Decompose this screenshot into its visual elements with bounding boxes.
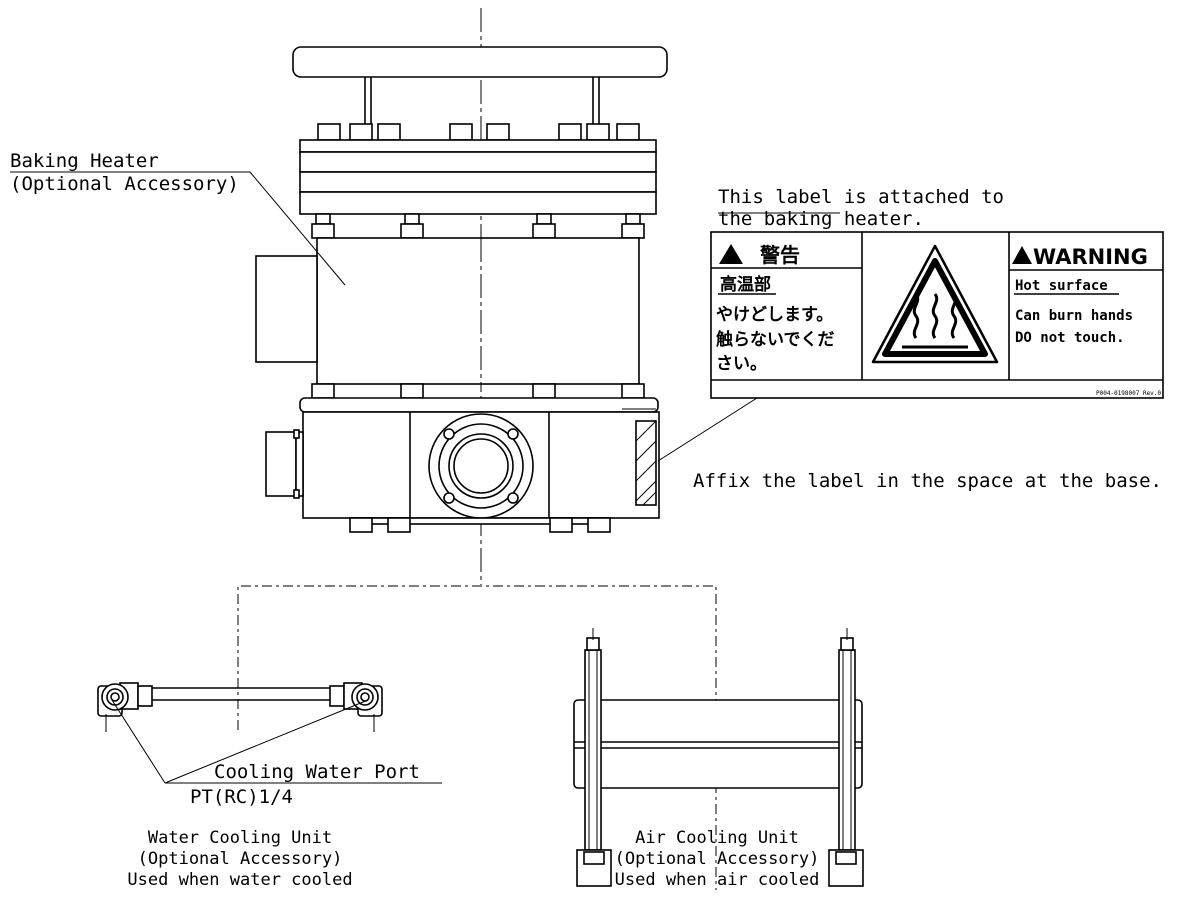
water-unit-sub: (Optional Accessory) bbox=[138, 849, 343, 869]
affix-note: Affix the label in the space at the base… bbox=[693, 470, 1162, 492]
warning-triangle-en-icon bbox=[1012, 246, 1032, 264]
pump-assembly bbox=[255, 8, 668, 585]
warning-jp-body-3: さい。 bbox=[716, 354, 767, 374]
warning-jp-body-1: やけどします。 bbox=[716, 305, 833, 325]
cooling-port-spec: PT(RC)1/4 bbox=[190, 786, 293, 808]
accessory-branch bbox=[237, 585, 717, 890]
cooling-port-label: Cooling Water Port bbox=[214, 761, 420, 783]
baking-heater bbox=[316, 237, 640, 385]
label-note-line-1: This label is attached to bbox=[718, 186, 1004, 208]
warning-jp-header: 警告 bbox=[760, 243, 800, 267]
inlet-port bbox=[428, 413, 534, 519]
label-note-line-2: the baking heater. bbox=[718, 208, 924, 230]
air-cooling-unit bbox=[573, 628, 864, 887]
warning-en-body-2: DO not touch. bbox=[1015, 330, 1125, 346]
warning-en-body-1: Can burn hands bbox=[1015, 308, 1133, 324]
leader-lines bbox=[10, 171, 840, 784]
upper-bolts bbox=[317, 123, 640, 141]
warning-part-number: P004-0198007 Rev.0 bbox=[1096, 390, 1161, 397]
air-unit-usage: Used when air cooled bbox=[615, 870, 820, 890]
warning-triangle-icon bbox=[719, 244, 743, 264]
warning-jp-body-2: 触らないでくだ bbox=[715, 329, 835, 350]
baking-heater-sublabel: (Optional Accessory) bbox=[10, 173, 239, 195]
water-unit-title: Water Cooling Unit bbox=[148, 828, 332, 848]
warning-jp-hazard: 高温部 bbox=[720, 274, 771, 295]
water-cooling-unit bbox=[97, 682, 383, 732]
warning-label: 警告 高温部 やけどします。 触らないでくだ さい。 WARNING Hot s… bbox=[710, 231, 1164, 399]
callouts: Baking Heater (Optional Accessory) This … bbox=[10, 150, 1162, 890]
label-affix-area bbox=[635, 420, 657, 506]
hot-surface-icon bbox=[871, 244, 999, 364]
baking-heater-label: Baking Heater bbox=[10, 150, 159, 172]
heater-connector bbox=[255, 255, 318, 363]
air-unit-sub: (Optional Accessory) bbox=[615, 849, 820, 869]
water-unit-usage: Used when water cooled bbox=[127, 870, 352, 890]
warning-en-header: WARNING bbox=[1033, 245, 1148, 269]
warning-en-hazard: Hot surface bbox=[1015, 278, 1108, 294]
air-unit-title: Air Cooling Unit bbox=[635, 828, 799, 848]
